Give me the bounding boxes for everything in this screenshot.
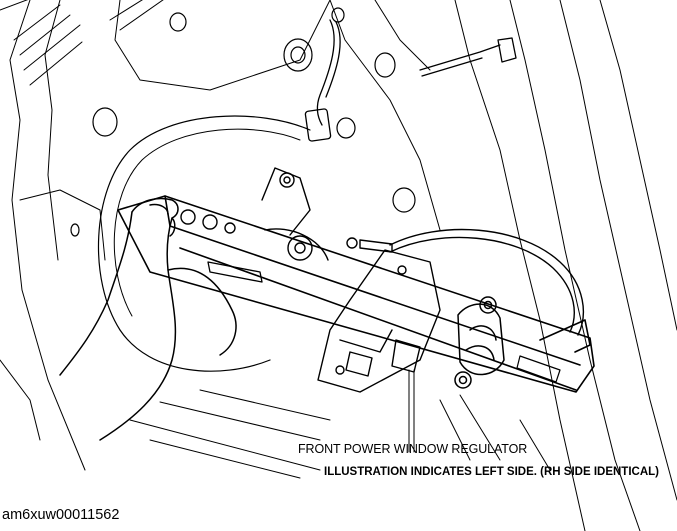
regulator-cable	[346, 228, 584, 336]
upper-bracket	[180, 167, 329, 261]
hatch-lines	[13, 0, 164, 86]
hand	[59, 197, 237, 441]
figure-id: am6xuw00011562	[2, 507, 120, 523]
regulator-motor	[317, 249, 441, 393]
door-sill-lines	[0, 359, 551, 479]
regulator-callout-label: FRONT POWER WINDOW REGULATOR	[298, 442, 528, 456]
regulator-rail	[117, 195, 595, 393]
access-opening	[97, 115, 311, 372]
service-holes	[70, 7, 416, 237]
glass-clamp	[454, 296, 505, 389]
illustration-note: ILLUSTRATION INDICATES LEFT SIDE. (RH SI…	[324, 466, 659, 478]
wire-harness	[304, 19, 517, 142]
